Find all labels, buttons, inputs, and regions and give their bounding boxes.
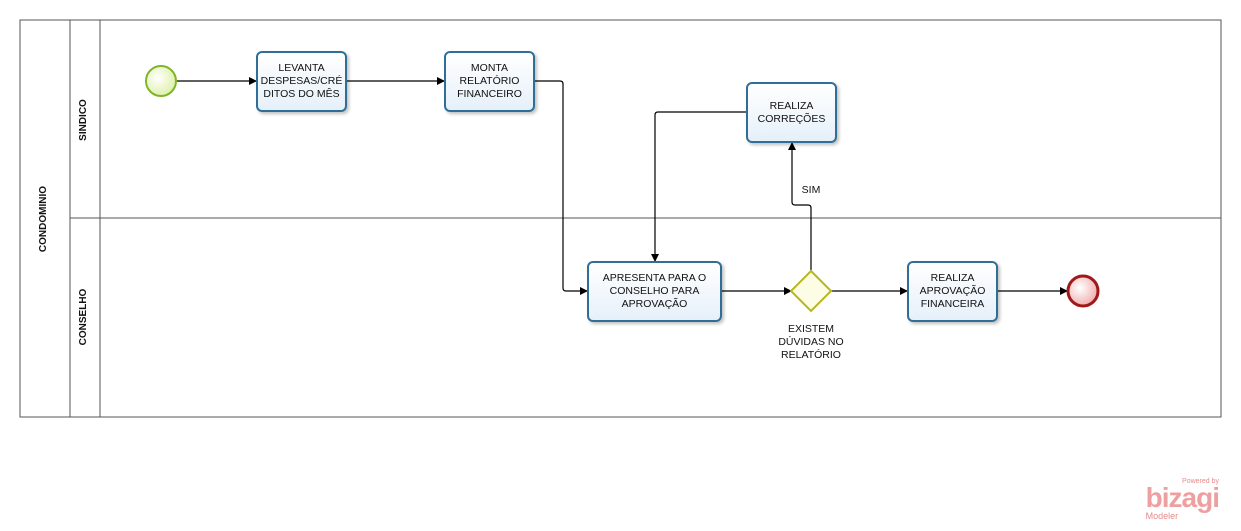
task-realiza-aprovacao[interactable]: REALIZA APROVAÇÃO FINANCEIRA — [907, 261, 998, 322]
flow-label-sim: SIM — [801, 184, 821, 196]
bizagi-brand: bizagi — [1145, 482, 1220, 513]
modeler-text: Modeler — [1145, 511, 1179, 521]
task-monta-relatorio[interactable]: MONTA RELATÓRIO FINANCEIRO — [444, 51, 535, 112]
flow-gateway-to-correcoes — [788, 142, 812, 271]
pool-label: CONDOMINIO — [38, 185, 49, 253]
task-realiza-correcoes[interactable]: REALIZA CORREÇÕES — [746, 82, 837, 143]
lane-label-conselho: CONSELHO — [78, 288, 89, 346]
end-event[interactable] — [1066, 274, 1100, 308]
flow-correcoes-to-apresenta — [651, 111, 746, 262]
start-event[interactable] — [145, 65, 177, 97]
task-apresenta-conselho[interactable]: APRESENTA PARA O CONSELHO PARA APROVAÇÃO — [587, 261, 722, 322]
powered-by-text: Powered by — [1182, 478, 1219, 485]
exclusive-gateway[interactable] — [789, 269, 833, 313]
gateway-label: EXISTEM DÚVIDAS NO RELATÓRIO — [778, 323, 844, 361]
lane-label-sindico: SINDICO — [78, 99, 89, 141]
flow-monta-to-apresenta — [535, 80, 588, 295]
task-levanta-despesas[interactable]: LEVANTA DESPESAS/CRÉ DITOS DO MÊS — [256, 51, 347, 112]
bizagi-logo: Powered by bizagi Modeler — [1145, 478, 1220, 521]
